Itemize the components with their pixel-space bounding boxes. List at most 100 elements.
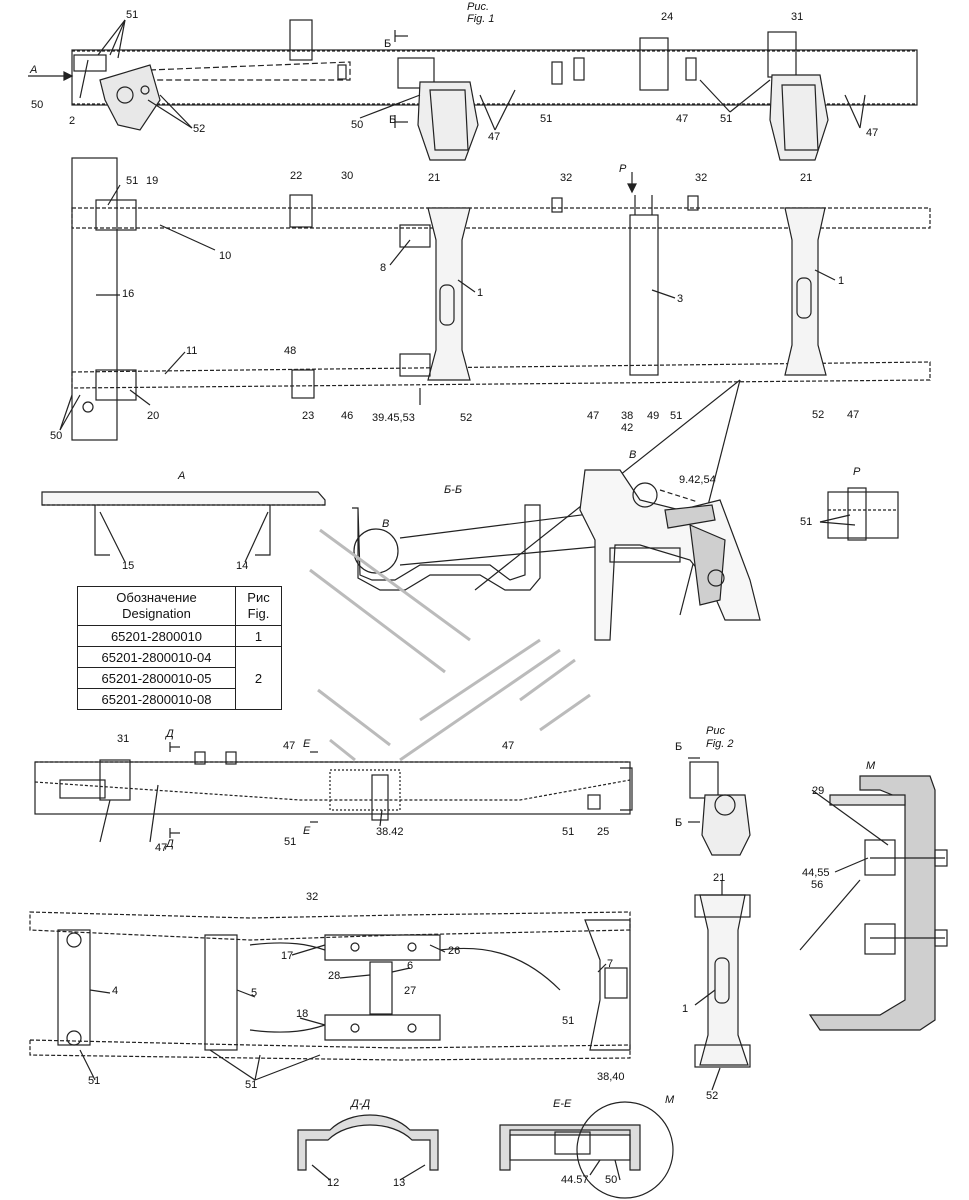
callout-label: 6 (407, 960, 414, 972)
callout-label: 30 (341, 170, 354, 182)
callout-label: 7 (607, 958, 614, 970)
callout-label: 18 (296, 1008, 309, 1020)
table-cell-fig: 1 (235, 625, 282, 647)
callout-label: Е (303, 738, 311, 750)
callout-label: 51 (126, 9, 139, 21)
callout-label: 31 (117, 733, 130, 745)
table-row: 65201-2800010-08 (77, 688, 282, 710)
callout-label: Е (303, 825, 311, 837)
table-cell-designation: 65201-2800010-05 (77, 667, 236, 689)
callout-label: Б (384, 38, 392, 50)
callout-label: 51 (800, 516, 813, 528)
callout-label: Р (619, 163, 627, 175)
callout-label: 11 (186, 345, 198, 357)
callout-label: 50 (31, 99, 44, 111)
callout-label: 51 (540, 113, 553, 125)
callout-label: 51 (720, 113, 733, 125)
callout-label: 47 (587, 410, 600, 422)
fig2-plan-view (29, 911, 631, 1081)
callout-label: 23 (302, 410, 315, 422)
callout-label: 12 (327, 1177, 340, 1189)
view-a (41, 491, 326, 563)
callout-label: 32 (695, 172, 708, 184)
callout-label: 24 (661, 11, 674, 23)
callout-label: Б (675, 741, 683, 753)
callout-label: Д (166, 728, 174, 740)
table-row: 65201-2800010 1 (77, 625, 282, 647)
callout-label: 31 (791, 11, 804, 23)
callout-label: 51 (126, 175, 139, 187)
section-ee (499, 1101, 674, 1199)
callout-label: 44.57 (561, 1174, 589, 1186)
callout-label: 50 (50, 430, 63, 442)
callout-label: 47 (502, 740, 515, 752)
callout-label: 4 (112, 985, 119, 997)
callout-label: 29 (812, 785, 825, 797)
callout-label: 47 (847, 409, 860, 421)
callout-label: 21 (713, 872, 726, 884)
callout-label: 52 (460, 412, 473, 424)
callout-label: 16 (122, 288, 135, 300)
section-ee-title: Е-Е (553, 1098, 572, 1110)
fig1-title-en: Fig. 1 (467, 13, 495, 25)
callout-label: 1 (682, 1003, 689, 1015)
callout-label: 17 (281, 950, 294, 962)
view-a-title: А (178, 470, 186, 482)
callout-label: 52 (193, 123, 206, 135)
background-hatch (309, 528, 591, 762)
fig2-side-strip (34, 742, 633, 843)
callout-label: 56 (811, 879, 824, 891)
callout-label: 27 (404, 985, 417, 997)
callout-label: Б (389, 114, 397, 126)
callout-label: 1 (838, 275, 845, 287)
table-row: 65201-2800010-05 (77, 667, 282, 689)
callout-label: 51 (284, 836, 297, 848)
callout-label: 22 (290, 170, 303, 182)
callout-label: 5 (251, 987, 258, 999)
table-cell-designation: 65201-2800010 (77, 625, 236, 647)
fig2-title-ru: Рис (706, 725, 725, 737)
callout-label: 51 (562, 826, 575, 838)
callout-label: 32 (306, 891, 319, 903)
detail-v (579, 469, 761, 641)
fig2-title-en: Fig. 2 (706, 738, 734, 750)
callout-label: М (665, 1094, 675, 1106)
callout-label: 21 (428, 172, 441, 184)
callout-label: 8 (380, 262, 387, 274)
callout-label: Б (675, 817, 683, 829)
fig1-title-ru: Рис. (467, 1, 490, 13)
callout-label: 42 (621, 422, 634, 434)
fig1-top-strip (28, 19, 918, 161)
callout-label: 1 (477, 287, 484, 299)
callout-label: 21 (800, 172, 813, 184)
callout-label: 38,40 (597, 1071, 625, 1083)
table-cell-fig: 2 (235, 646, 282, 710)
table-row: 65201-2800010-04 2 (77, 646, 282, 710)
callout-label: 38.42 (376, 826, 404, 838)
callout-label: 25 (597, 826, 610, 838)
fig2-cross-member (694, 880, 751, 1091)
section-bb-title: Б-Б (444, 484, 462, 496)
callout-label: 39.45,53 (372, 412, 415, 424)
callout-label: 46 (341, 410, 354, 422)
callout-label: 51 (88, 1075, 101, 1087)
callout-label: 14 (236, 560, 249, 572)
callout-label: 47 (283, 740, 296, 752)
view-p-title: Р (853, 466, 861, 478)
callout-label: 19 (146, 175, 159, 187)
table-cell-designation: 65201-2800010-04 (77, 646, 236, 668)
view-p (819, 487, 899, 541)
table-cell-designation: 65201-2800010-08 (77, 688, 236, 710)
callout-label: 49 (647, 410, 660, 422)
callout-label: 9.42,54 (679, 474, 716, 486)
callout-label: 3 (677, 293, 684, 305)
callout-label: 13 (393, 1177, 406, 1189)
callout-label: 47 (676, 113, 689, 125)
callout-label: 48 (284, 345, 297, 357)
callout-label: 50 (351, 119, 364, 131)
callout-label: 52 (812, 409, 825, 421)
